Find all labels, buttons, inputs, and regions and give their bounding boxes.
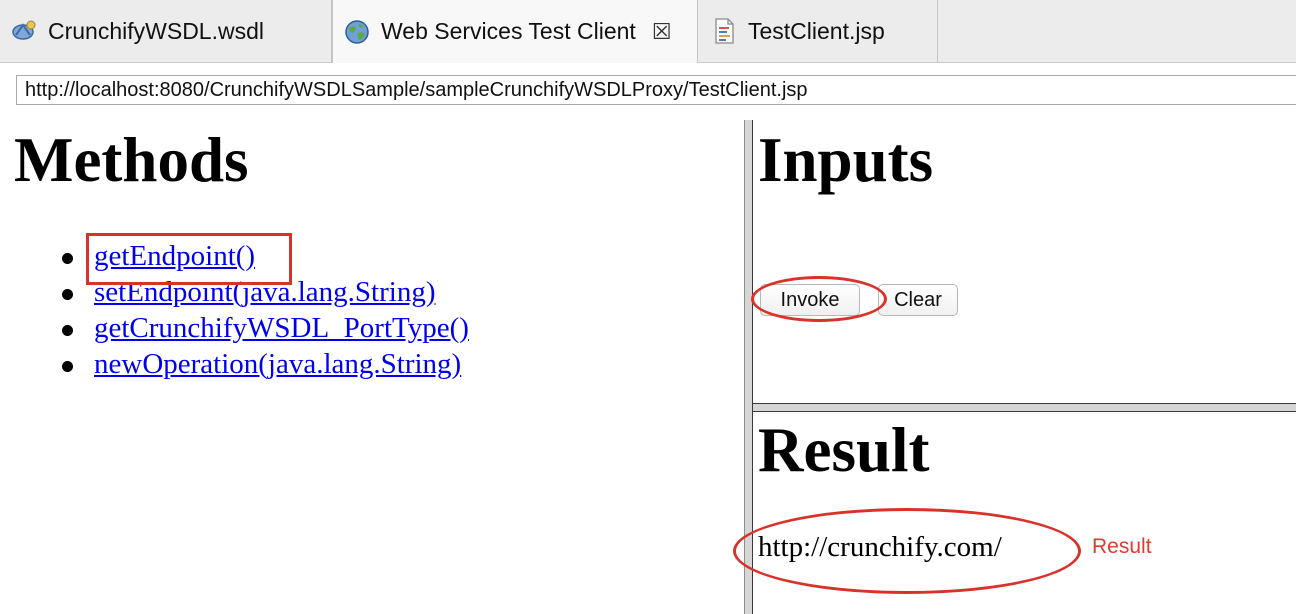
annotation-highlight-box xyxy=(86,233,292,285)
wsdl-file-icon xyxy=(12,20,36,40)
editor-tab-bar: CrunchifyWSDL.wsdl Web Services Test Cli… xyxy=(0,0,1296,63)
result-heading: Result xyxy=(758,415,930,485)
frame-divider-vertical[interactable] xyxy=(744,120,753,614)
inputs-heading: Inputs xyxy=(758,125,934,195)
methods-list: getEndpoint() setEndpoint(java.lang.Stri… xyxy=(60,238,469,382)
annotation-result-ellipse xyxy=(733,508,1081,594)
tab-label: CrunchifyWSDL.wsdl xyxy=(48,17,264,44)
result-annotation-label: Result xyxy=(1092,535,1152,558)
tab-web-services-test-client[interactable]: Web Services Test Client ☒ xyxy=(332,0,698,63)
methods-heading: Methods xyxy=(14,125,249,195)
url-field[interactable]: http://localhost:8080/CrunchifyWSDLSampl… xyxy=(16,75,1296,105)
method-link-set-endpoint[interactable]: setEndpoint(java.lang.String) xyxy=(94,276,436,308)
method-link-get-endpoint[interactable]: getEndpoint() xyxy=(94,240,256,272)
annotation-invoke-ellipse xyxy=(751,276,887,322)
tab-testclient-jsp[interactable]: TestClient.jsp xyxy=(698,0,938,62)
jsp-file-icon xyxy=(715,18,734,44)
method-link-new-operation[interactable]: newOperation(java.lang.String) xyxy=(94,348,462,380)
close-icon[interactable]: ☒ xyxy=(651,18,672,44)
tab-label: TestClient.jsp xyxy=(748,17,885,44)
globe-icon xyxy=(345,19,369,44)
clear-button[interactable]: Clear xyxy=(878,284,958,316)
tab-crunchify-wsdl[interactable]: CrunchifyWSDL.wsdl xyxy=(0,0,332,62)
list-item: getEndpoint() xyxy=(60,238,469,274)
list-item: setEndpoint(java.lang.String) xyxy=(60,274,469,310)
list-item: getCrunchifyWSDL_PortType() xyxy=(60,310,469,346)
list-item: newOperation(java.lang.String) xyxy=(60,346,469,382)
method-link-get-porttype[interactable]: getCrunchifyWSDL_PortType() xyxy=(94,312,469,344)
tab-label: Web Services Test Client xyxy=(381,18,636,44)
frame-divider-horizontal[interactable] xyxy=(753,403,1296,412)
